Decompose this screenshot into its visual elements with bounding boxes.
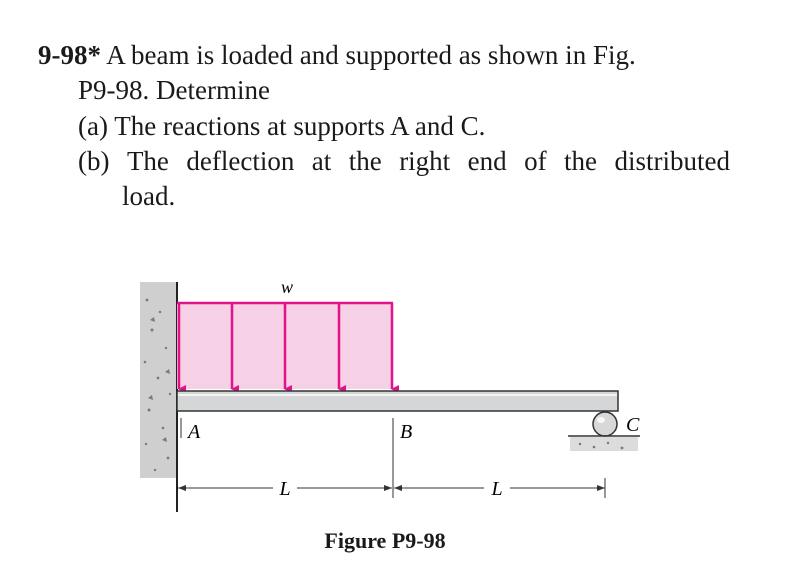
span-label-2: L (490, 478, 502, 500)
part-b-word: end (467, 146, 507, 176)
part-b: (b) The deflection at the right end of t… (78, 144, 730, 179)
part-b-word: at (311, 146, 332, 176)
span-label-1: L (278, 478, 290, 500)
figure-caption: Figure P9-98 (324, 528, 446, 553)
label-a: A (186, 421, 201, 443)
part-b-word: distributed (614, 146, 730, 176)
part-b-word: the (348, 146, 382, 176)
part-b-word: right (399, 146, 451, 176)
label-c: C (626, 414, 640, 436)
part-b-continued: load. (122, 181, 176, 211)
statement-line-1: A beam is loaded and supported as shown … (106, 40, 636, 70)
part-b-word: of (524, 146, 547, 176)
part-a: (a) The reactions at supports A and C. (78, 111, 486, 141)
dimension-lines (178, 478, 606, 498)
part-b-word: the (564, 146, 598, 176)
wall-texture (143, 298, 172, 472)
roller-icon (592, 411, 618, 437)
label-b: B (400, 421, 412, 443)
problem-line-1: 9-98* A beam is loaded and supported as … (38, 38, 636, 73)
beam (176, 390, 619, 412)
part-b-word: The (126, 146, 169, 176)
wall-hatch (140, 282, 176, 478)
wall-support-a (140, 282, 178, 512)
part-b-word: deflection (186, 146, 295, 176)
load-label-w: w (281, 277, 293, 297)
distributed-load (177, 301, 399, 393)
roller-support-c (568, 411, 640, 451)
statement-line-2: P9-98. Determine (78, 75, 270, 105)
part-b-word: (b) (78, 146, 110, 176)
problem-number: 9-98* (38, 40, 101, 70)
